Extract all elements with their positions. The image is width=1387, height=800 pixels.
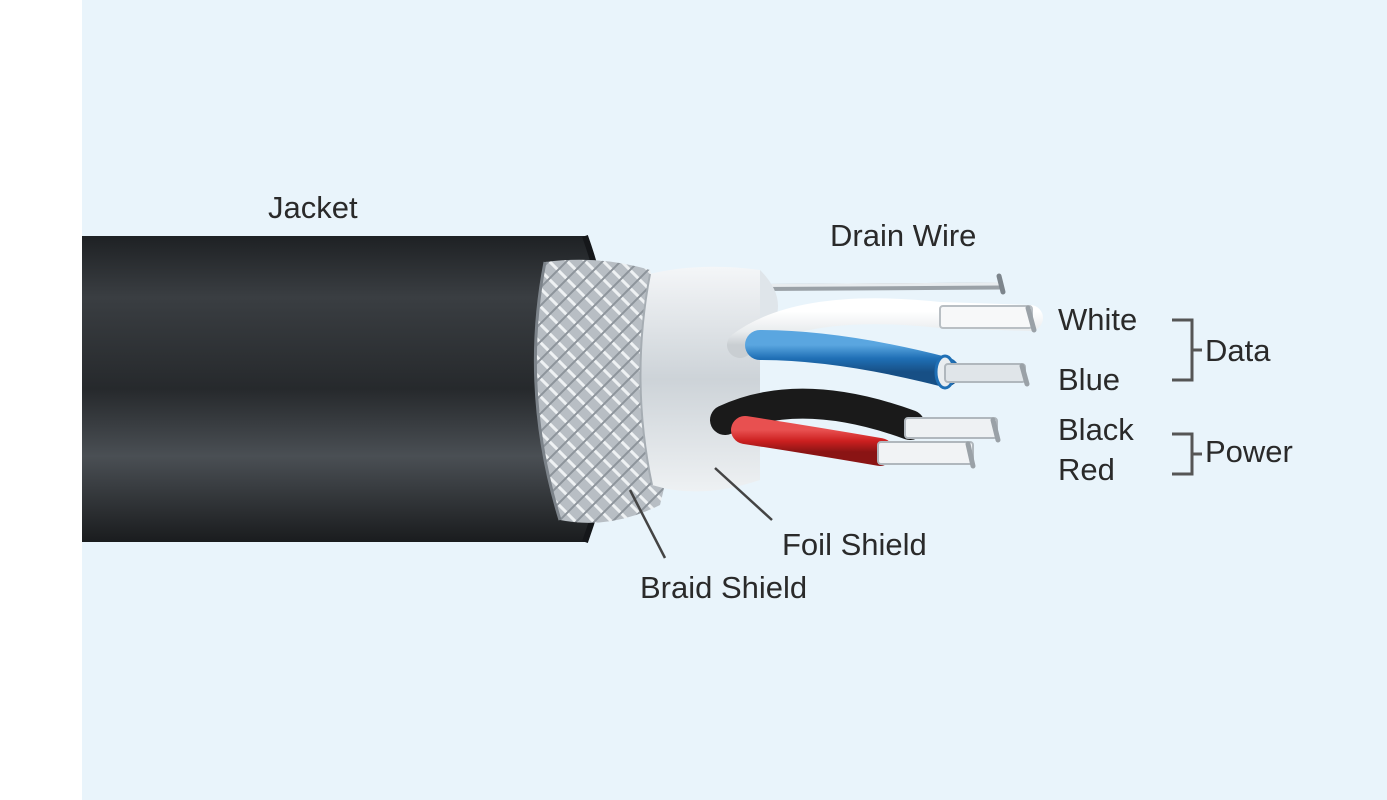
white-label: White <box>1058 302 1137 337</box>
braid-shield <box>533 259 673 523</box>
blue-label: Blue <box>1058 362 1120 397</box>
jacket <box>82 234 616 544</box>
foil-shield <box>639 266 778 492</box>
power-label: Power <box>1205 434 1293 469</box>
data-bracket <box>1172 318 1202 382</box>
foil-shield-leader-line <box>714 467 773 521</box>
black-wire <box>710 388 1001 443</box>
jacket-label: Jacket <box>268 190 358 225</box>
red-label: Red <box>1058 452 1115 487</box>
foil-shield-label: Foil Shield <box>782 527 927 562</box>
braid-shield-label: Braid Shield <box>640 570 807 605</box>
data-label: Data <box>1205 333 1271 368</box>
drain-wire-label: Drain Wire <box>830 218 976 253</box>
black-label: Black <box>1058 412 1134 447</box>
braid-shield-leader-line <box>628 489 667 559</box>
power-bracket <box>1172 432 1202 476</box>
red-wire <box>731 416 976 469</box>
blue-wire <box>745 330 1030 390</box>
